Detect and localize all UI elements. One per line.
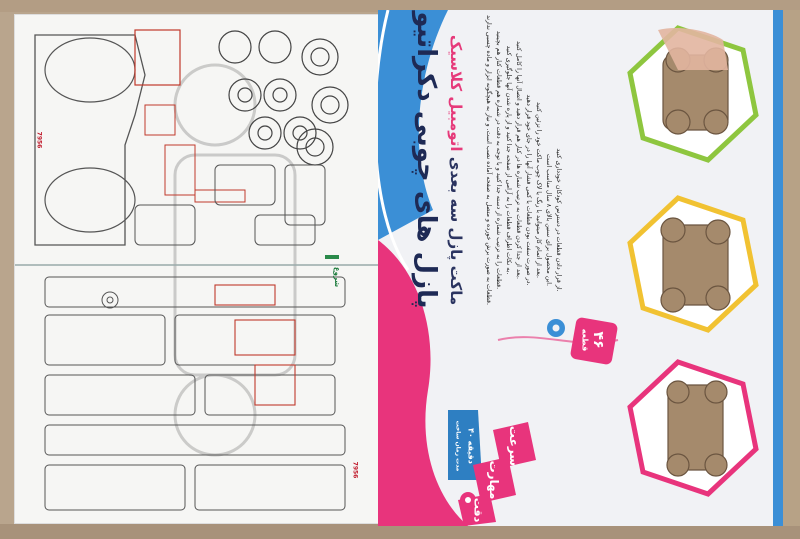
- box-cover: پازل های چوبی دکراتیو ماکت پازل سه بعدی …: [378, 10, 783, 526]
- model-code-bottom: 7956: [351, 461, 359, 479]
- description-line: به نکات اطراف قطعات را به آرامی از صفحه …: [505, 45, 513, 275]
- skill-skill: مهارت: [487, 460, 501, 500]
- subtitle-accent: اتومبیل کلاسیک: [447, 34, 465, 152]
- description-line: بعد از جدا کردن قطعات به ترتیب شماره ها …: [515, 40, 523, 280]
- description-line: قطعات به صورت برش خورده و متصل به صفحه آ…: [485, 14, 493, 306]
- wood-sheet-parts: [15, 29, 379, 511]
- skill-precision: دقت: [471, 497, 485, 523]
- badge-icon: [573, 320, 615, 362]
- sheet-start-label: شروع: [333, 266, 341, 288]
- product-subtitle: ماکت پازل سه بعدی اتومبیل کلاسیک: [447, 35, 465, 305]
- cardboard-bottom: [0, 524, 800, 539]
- product-title: پازل های چوبی دکراتیو: [411, 11, 441, 309]
- wood-sheet: شروع 7956 7956: [14, 14, 380, 524]
- description-line: قطعات را به ترتیب شماره از دسته جدا کنید…: [495, 30, 503, 290]
- skill-speed: سرعت: [507, 425, 521, 467]
- gear-icon: [548, 320, 564, 336]
- build-time-label: مدت زمان ساخت: [454, 420, 462, 472]
- box-cover-art: [378, 10, 783, 526]
- subtitle-prefix: ماکت پازل سه بعدی: [447, 156, 465, 306]
- description-line: این محصول برای سنین بالای ۸ سال مناسب اس…: [545, 153, 553, 287]
- description-line: در صورت سفت بودن قطعات با کمی فشار آنها …: [525, 94, 533, 286]
- model-code-top: 7956: [35, 131, 43, 149]
- description-line: بعد از اتمام کار میتوانید با رنگ یا لاک …: [535, 101, 543, 279]
- cardboard-top: [0, 0, 800, 12]
- build-time-value: ۴۰ دقیقه: [466, 428, 476, 464]
- clock-icon: [450, 412, 460, 422]
- description-line: از قرار دادن قطعات در دسترس کودکان خوددا…: [555, 148, 563, 292]
- cardboard-right: [783, 10, 800, 526]
